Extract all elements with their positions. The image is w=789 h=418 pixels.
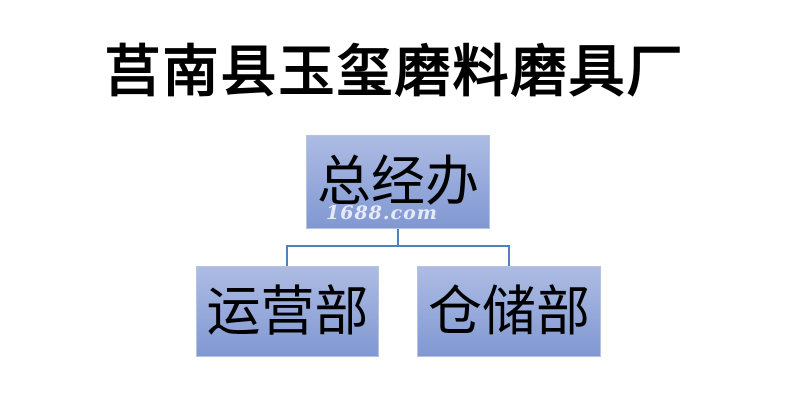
node-general-office-label: 总经办 [317,150,479,213]
node-operations-dept: 运营部 [196,266,379,357]
node-operations-dept-label: 运营部 [206,279,369,343]
node-storage-dept-label: 仓储部 [428,279,590,343]
company-title: 莒南县玉玺磨料磨具厂 [104,40,685,105]
node-storage-dept: 仓储部 [417,266,601,357]
watermark-1688: 1688.com [326,202,438,224]
node-general-office: 总经办 [306,135,490,229]
